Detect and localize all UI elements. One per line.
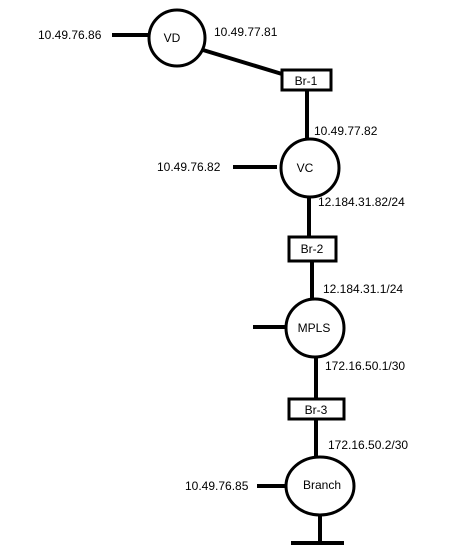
addr-mpls-top: 12.184.31.1/24: [323, 282, 403, 296]
node-mpls-circle: [284, 297, 346, 359]
addr-vd-left: 10.49.76.86: [38, 28, 102, 42]
node-mpls-label: MPLS: [298, 321, 331, 335]
node-vd-circle: [147, 8, 207, 68]
node-branch[interactable]: Branch: [284, 455, 356, 517]
node-vd[interactable]: VD: [147, 8, 207, 68]
node-vc-circle: [279, 137, 341, 199]
bridge-br2-box: [287, 235, 338, 263]
bridge-br1-label: Br-1: [295, 74, 318, 88]
addr-branch-left: 10.49.76.85: [185, 479, 249, 493]
node-branch-circle: [284, 455, 356, 517]
bridge-br1[interactable]: Br-1: [280, 68, 333, 92]
node-branch-label: Branch: [303, 478, 341, 492]
vd-br1-link: [202, 48, 283, 76]
addr-branch-top: 172.16.50.2/30: [328, 438, 408, 452]
bridge-br1-box: [280, 68, 333, 92]
node-vc[interactable]: VC: [279, 137, 341, 199]
bridge-br2-label: Br-2: [301, 242, 324, 256]
node-vd-label: VD: [164, 31, 181, 45]
node-mpls[interactable]: MPLS: [284, 297, 346, 359]
node-vc-label: VC: [297, 161, 314, 175]
addr-vd-right: 10.49.77.81: [214, 25, 278, 39]
addr-mpls-bottom: 172.16.50.1/30: [325, 359, 405, 373]
bridge-br3[interactable]: Br-3: [287, 397, 346, 421]
addr-vc-bottom: 12.184.31.82/24: [318, 195, 405, 209]
bridge-br3-box: [287, 397, 346, 421]
addr-vc-left: 10.49.76.82: [157, 160, 221, 174]
bridge-br3-label: Br-3: [305, 403, 328, 417]
addr-vc-top: 10.49.77.82: [314, 124, 378, 138]
bridge-br2[interactable]: Br-2: [287, 235, 338, 263]
